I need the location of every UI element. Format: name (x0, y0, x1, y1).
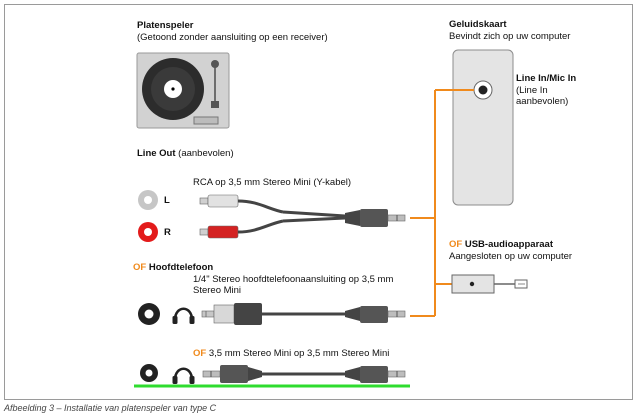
usb-title-text: USB-audioapparaat (462, 239, 553, 250)
turntable-subtitle: (Getoond zonder aansluiting op een recei… (137, 32, 328, 43)
soundcard-port-note-line1: (Line In (516, 85, 548, 96)
soundcard-port-label: Line In/Mic In (516, 73, 577, 84)
usb-audio-device-icon (451, 274, 528, 294)
diagram-frame (4, 4, 633, 400)
soundcard-title: Geluidskaart (449, 19, 507, 30)
headphone-title-text: Hoofdtelefoon (146, 262, 214, 273)
headphone-cable-line2: Stereo Mini (193, 285, 242, 296)
line-out-label-rest: (aanbevolen) (175, 148, 234, 159)
rca-left-jack-icon (138, 190, 158, 210)
headphone-icon (172, 307, 195, 324)
soundcard-icon (452, 49, 514, 206)
headphone-title: OF Hoofdtelefoon (133, 262, 213, 273)
headphone-or-label: OF (133, 262, 147, 273)
line-out-label-bold: Line Out (137, 148, 176, 159)
headphone-port-icon (138, 303, 160, 325)
usb-or-label: OF (449, 239, 463, 250)
mini-cable-or-label: OF (193, 348, 207, 359)
usb-subtitle: Aangesloten op uw computer (449, 251, 573, 262)
rca-right-jack-icon (138, 222, 158, 242)
mini-cable-label-text: 3,5 mm Stereo Mini op 3,5 mm Stereo Mini (206, 348, 390, 359)
mini-to-mini-cable (202, 365, 406, 383)
rca-y-cable (199, 194, 406, 239)
mini-jack-port-icon (140, 364, 158, 382)
rca-left-label: L (164, 195, 170, 206)
headphone-cable (201, 303, 406, 325)
mini-cable-label: OF 3,5 mm Stereo Mini op 3,5 mm Stereo M… (193, 348, 389, 359)
line-out-label: Line Out (aanbevolen) (137, 148, 234, 159)
rca-cable-title: RCA op 3,5 mm Stereo Mini (Y-kabel) (193, 177, 352, 188)
soundcard-subtitle: Bevindt zich op uw computer (449, 31, 571, 42)
headphone-icon (172, 367, 195, 384)
usb-title: OF USB-audioapparaat (449, 239, 553, 250)
rca-right-label: R (164, 227, 171, 238)
headphone-cable-line1: 1/4" Stereo hoofdtelefoonaansluiting op … (193, 274, 394, 285)
orange-connectors (410, 89, 474, 317)
figure-caption: Afbeelding 3 – Installatie van platenspe… (4, 403, 217, 413)
turntable-title: Platenspeler (137, 20, 194, 31)
turntable-icon (136, 52, 230, 129)
soundcard-port-note-line2: aanbevolen) (516, 96, 569, 107)
